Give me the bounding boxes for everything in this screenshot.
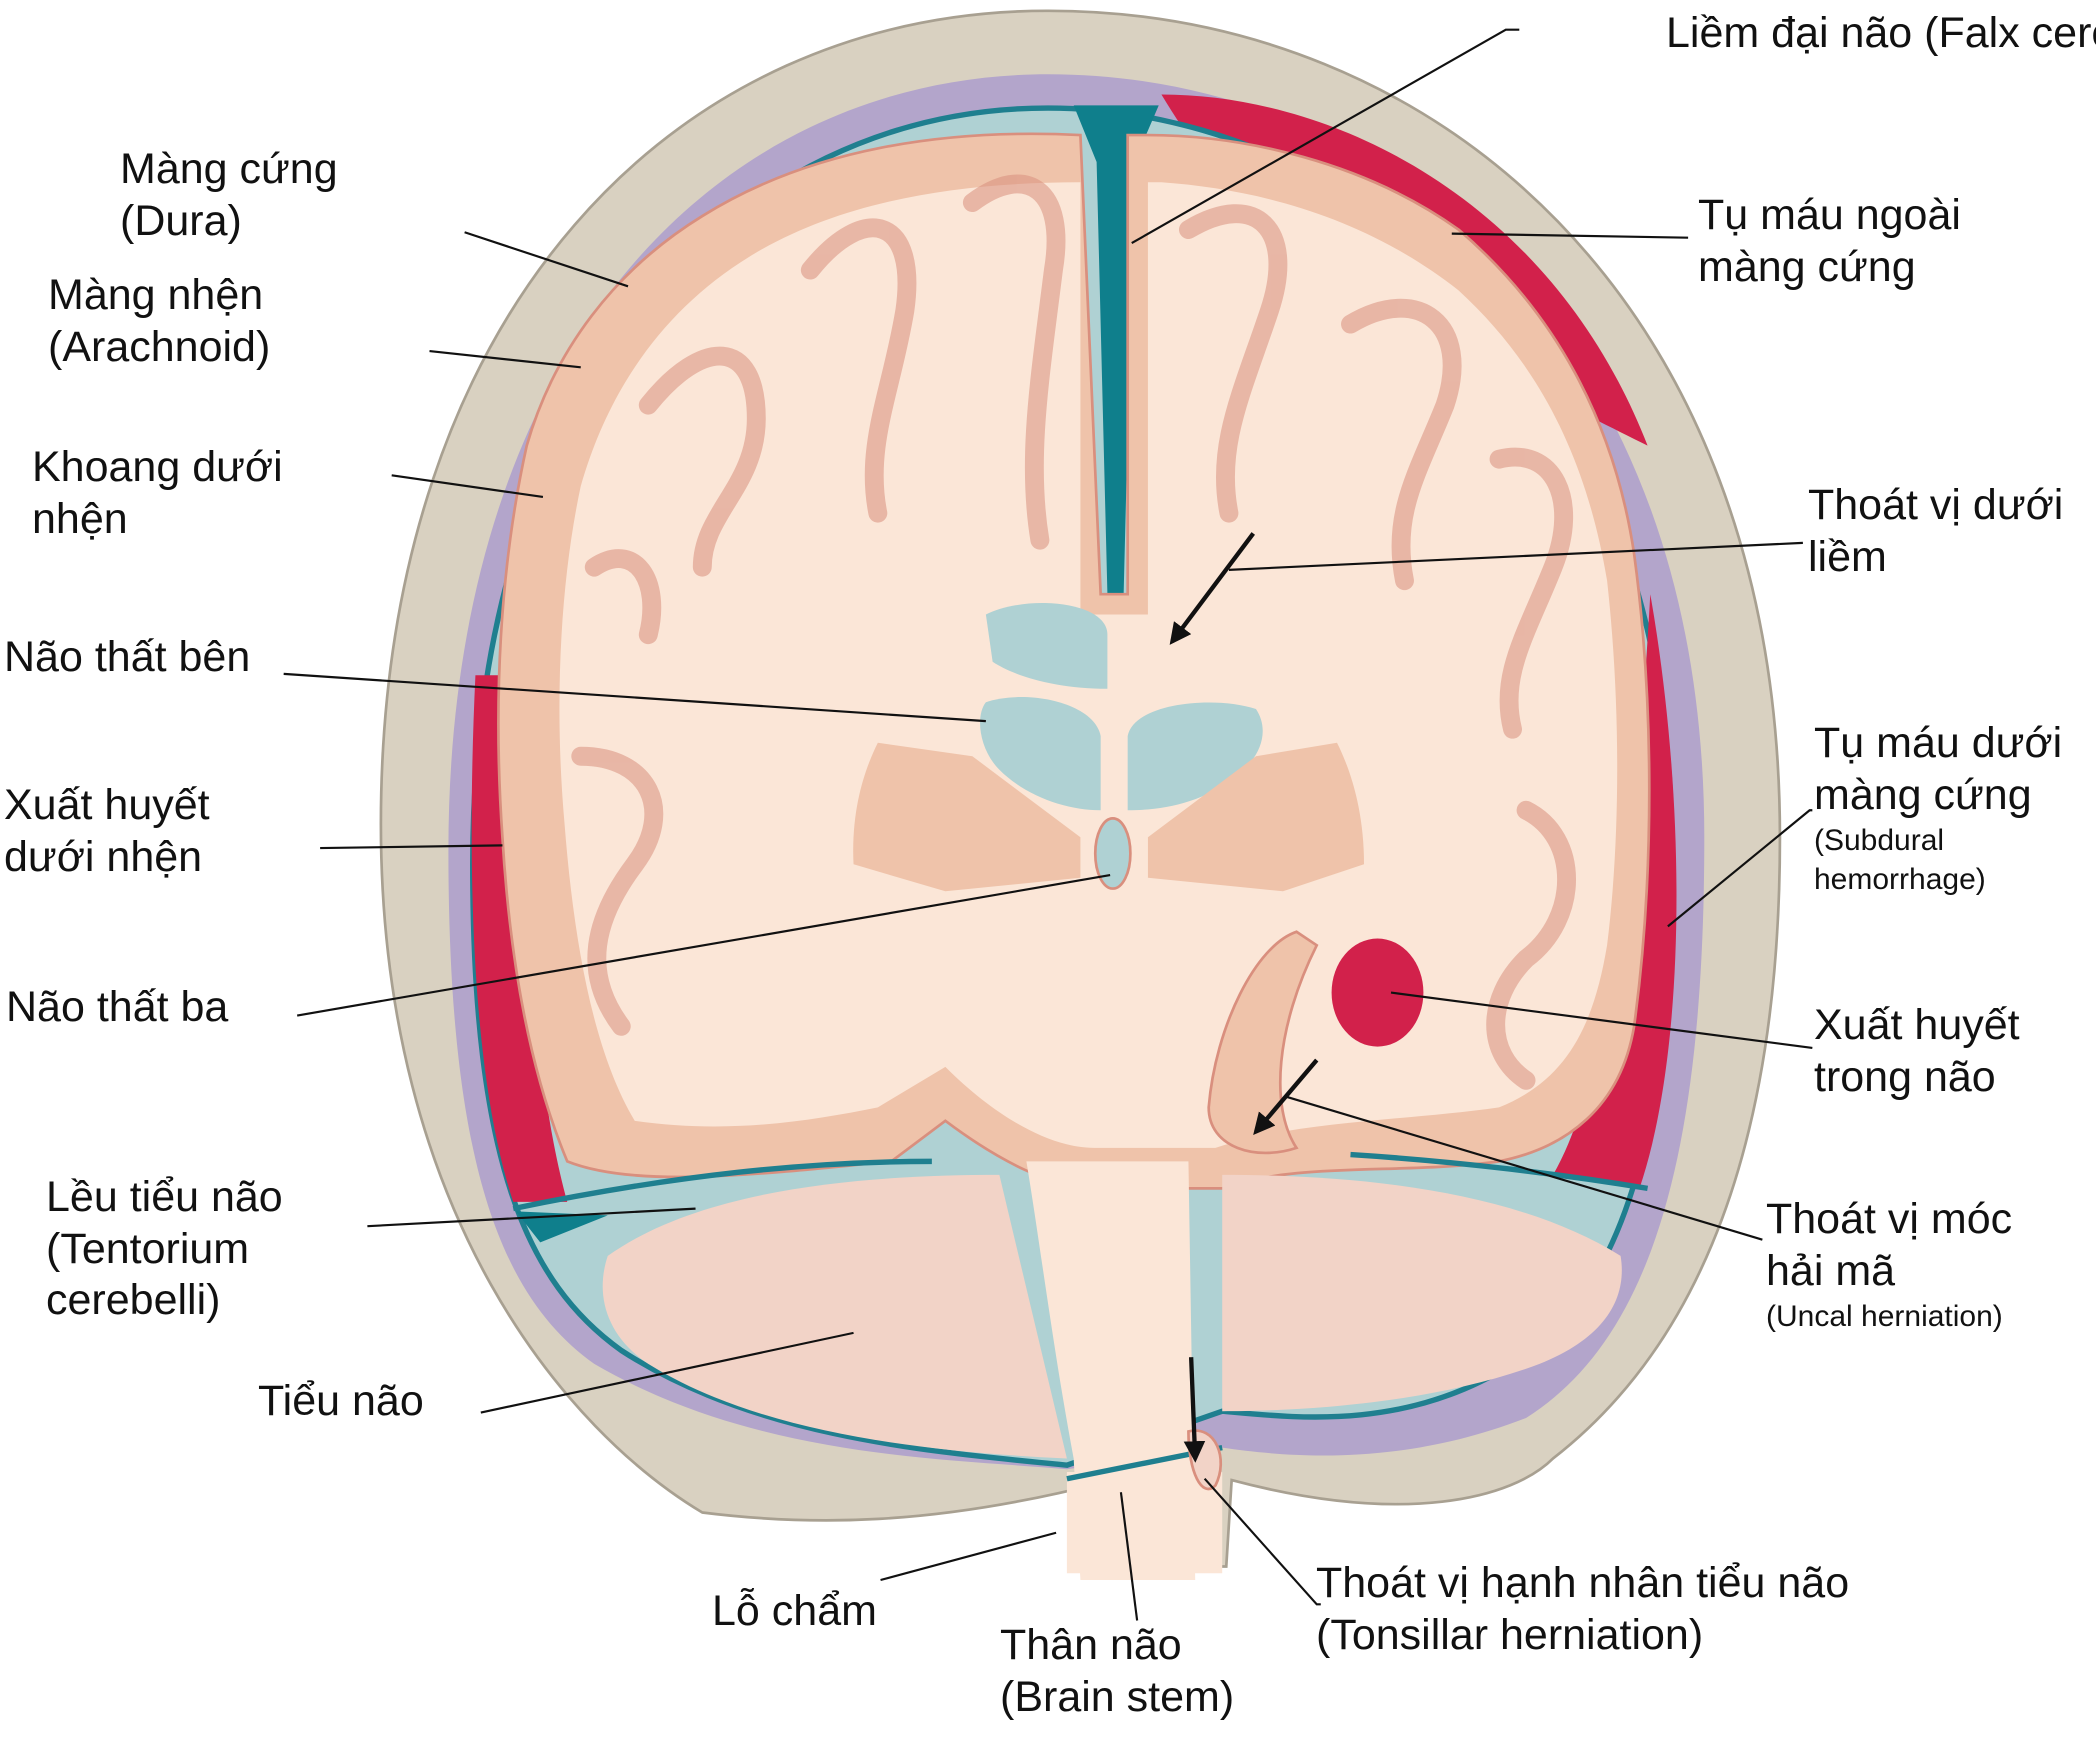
- label-arachnoid-line2: (Arachnoid): [48, 322, 271, 371]
- herniation-arrow-icon: [1183, 1357, 1206, 1463]
- label-falx-cerebri: Liềm đại não (Falx cerebri): [1666, 8, 2096, 60]
- uncal-herniation-fold: [1207, 930, 1319, 1155]
- leader-lines: [283, 28, 1813, 1621]
- label-dura: Màng cứng (Dura): [120, 144, 338, 247]
- label-dura-line2: (Dura): [120, 196, 242, 245]
- label-uncal-herniation-line1: Thoát vị móc: [1766, 1195, 2013, 1243]
- leader-lateral-ventricle: [283, 672, 986, 723]
- leader-foramen-magnum: [880, 1531, 1057, 1582]
- label-subfalcine-herniation: Thoát vị dưới liềm: [1808, 480, 2063, 583]
- label-epidural-hematoma: Tụ máu ngoài màng cứng: [1698, 190, 1961, 293]
- leader-tonsillar: [1203, 1477, 1321, 1606]
- leader-intracerebral: [1390, 991, 1813, 1050]
- ventricle-upper: [985, 603, 1108, 689]
- label-cerebellum-line1: Tiểu não: [258, 1377, 424, 1425]
- basal-ganglia-left: [853, 742, 1081, 892]
- label-tentorium-line3: cerebelli): [46, 1276, 221, 1325]
- label-falx-line1: Liềm đại não (Falx cerebri): [1666, 9, 2096, 57]
- label-intracerebral-hemorrhage: Xuất huyết trong não: [1814, 1000, 2020, 1103]
- label-subdural-hematoma-line1: Tụ máu dưới: [1814, 719, 2063, 767]
- label-epidural-hematoma-line1: Tụ máu ngoài: [1698, 191, 1961, 239]
- label-dura-line1: Màng cứng: [120, 145, 338, 193]
- lateral-ventricle-right: [1127, 702, 1263, 811]
- third-ventricle: [1093, 817, 1132, 890]
- leader-epidural: [1451, 232, 1689, 239]
- cerebellum: [602, 1174, 1067, 1459]
- label-uncal-herniation-line2: hải mã: [1766, 1246, 1896, 1295]
- label-subarachnoid-space-line1: Khoang dưới: [32, 443, 283, 491]
- cortical-gyri: [571, 174, 1576, 1090]
- label-tonsillar-herniation-line1: Thoát vị hạnh nhân tiểu não: [1316, 1559, 1850, 1607]
- label-subarachnoid-space-line2: nhện: [32, 494, 128, 543]
- basal-ganglia-right: [1147, 742, 1364, 892]
- herniation-arrow-icon: [1169, 532, 1255, 645]
- label-brain-stem-line1: Thân não: [1000, 1621, 1182, 1669]
- lateral-ventricle-left: [980, 697, 1101, 811]
- leader-subdural: [1667, 809, 1813, 928]
- label-subarachnoid-space: Khoang dưới nhện: [32, 442, 283, 545]
- label-intracerebral-hemorrhage-line1: Xuất huyết: [1814, 1001, 2020, 1049]
- label-subdural-hematoma-note1: (Subdural: [1814, 824, 1945, 858]
- leader-subarachnoid-space: [391, 474, 544, 499]
- brain-stem: [1026, 1161, 1196, 1580]
- label-uncal-herniation: Thoát vị móc hải mã (Uncal herniation): [1766, 1194, 2012, 1336]
- label-epidural-hematoma-line2: màng cứng: [1698, 242, 1916, 291]
- leader-arachnoid: [429, 350, 581, 369]
- label-lateral-ventricle: Não thất bên: [4, 632, 250, 684]
- label-tentorium-line1: Lều tiểu não: [46, 1173, 283, 1221]
- label-subfalcine-herniation-line2: liềm: [1808, 532, 1887, 581]
- label-third-ventricle-line1: Não thất ba: [6, 983, 229, 1031]
- label-arachnoid: Màng nhện (Arachnoid): [48, 270, 270, 373]
- leader-falx: [1131, 28, 1520, 245]
- leader-tentorium: [367, 1207, 696, 1228]
- label-tonsillar-herniation: Thoát vị hạnh nhân tiểu não (Tonsillar h…: [1316, 1558, 1849, 1661]
- label-subarachnoid-hemorrhage-line2: dưới nhện: [4, 832, 203, 881]
- label-subfalcine-herniation-line1: Thoát vị dưới: [1808, 481, 2064, 529]
- falx-cerebri: [1073, 105, 1159, 595]
- label-tonsillar-herniation-line2: (Tonsillar herniation): [1316, 1610, 1704, 1659]
- label-tentorium: Lều tiểu não (Tentorium cerebelli): [46, 1172, 283, 1327]
- label-subarachnoid-hemorrhage-line1: Xuất huyết: [4, 781, 210, 829]
- label-foramen-magnum: Lỗ chẩm: [712, 1586, 877, 1638]
- leader-subfalcine: [1228, 541, 1803, 571]
- label-cerebellum: Tiểu não: [258, 1376, 424, 1428]
- leader-dura: [464, 231, 629, 288]
- tentorium-left: [512, 1158, 932, 1212]
- label-brain-stem-line2: (Brain stem): [1000, 1672, 1235, 1721]
- leader-cerebellum: [480, 1331, 854, 1414]
- label-subdural-hematoma: Tụ máu dưới màng cứng (Subdural hemorrha…: [1814, 718, 2062, 899]
- label-subarachnoid-hemorrhage: Xuất huyết dưới nhện: [4, 780, 210, 883]
- leader-brain-stem: [1119, 1492, 1139, 1621]
- leader-third-ventricle: [296, 874, 1111, 1017]
- label-third-ventricle: Não thất ba: [6, 982, 228, 1034]
- intracerebral-hemorrhage: [1331, 938, 1424, 1047]
- label-tentorium-line2: (Tentorium: [46, 1224, 250, 1273]
- leader-subarachnoid-hemorrhage: [320, 844, 503, 850]
- tentorium-sinus-left: [515, 1211, 608, 1243]
- leader-uncal: [1285, 1095, 1763, 1241]
- label-foramen-magnum-line1: Lỗ chẩm: [712, 1587, 877, 1635]
- label-arachnoid-line1: Màng nhện: [48, 271, 264, 319]
- label-subdural-hematoma-note2: hemorrhage): [1814, 863, 1986, 897]
- cerebellum-right: [1222, 1174, 1622, 1412]
- label-uncal-herniation-note1: (Uncal herniation): [1766, 1300, 2003, 1334]
- label-subdural-hematoma-line2: màng cứng: [1814, 770, 2032, 819]
- label-lateral-ventricle-line1: Não thất bên: [4, 633, 251, 681]
- label-intracerebral-hemorrhage-line2: trong não: [1814, 1052, 1996, 1101]
- tentorium-right: [1350, 1151, 1649, 1192]
- label-brain-stem: Thân não (Brain stem): [1000, 1620, 1234, 1723]
